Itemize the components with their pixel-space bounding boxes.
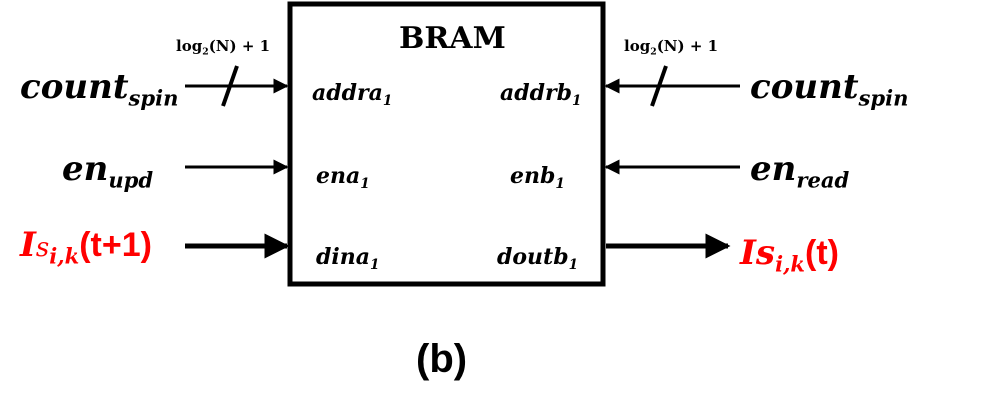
signal-is-current: Isi,k(t) bbox=[740, 233, 839, 277]
bram-title: BRAM bbox=[399, 21, 506, 56]
bus-width-slash-right bbox=[650, 65, 668, 107]
port-addrb: addrb1 bbox=[500, 80, 582, 109]
port-dina: dina1 bbox=[316, 244, 380, 273]
bus-width-label-left: log2(N) + 1 bbox=[176, 37, 271, 58]
bus-width-label-right: log2(N) + 1 bbox=[624, 37, 719, 58]
figure-caption: (b) bbox=[416, 337, 468, 381]
port-ena: ena1 bbox=[316, 163, 370, 192]
port-doutb: doutb1 bbox=[497, 244, 579, 273]
signal-is-next: Isi,k(t+1) bbox=[20, 225, 152, 269]
bram-block bbox=[287, 1, 606, 287]
signal-count-spin-left: countspin bbox=[20, 67, 179, 111]
signal-en-upd: enupd bbox=[62, 149, 154, 193]
signal-count-spin-right: countspin bbox=[750, 67, 909, 111]
port-addra: addra1 bbox=[312, 80, 393, 109]
signal-en-read: enread bbox=[750, 149, 850, 193]
bus-width-slash-left bbox=[221, 65, 239, 107]
port-enb: enb1 bbox=[510, 163, 565, 192]
